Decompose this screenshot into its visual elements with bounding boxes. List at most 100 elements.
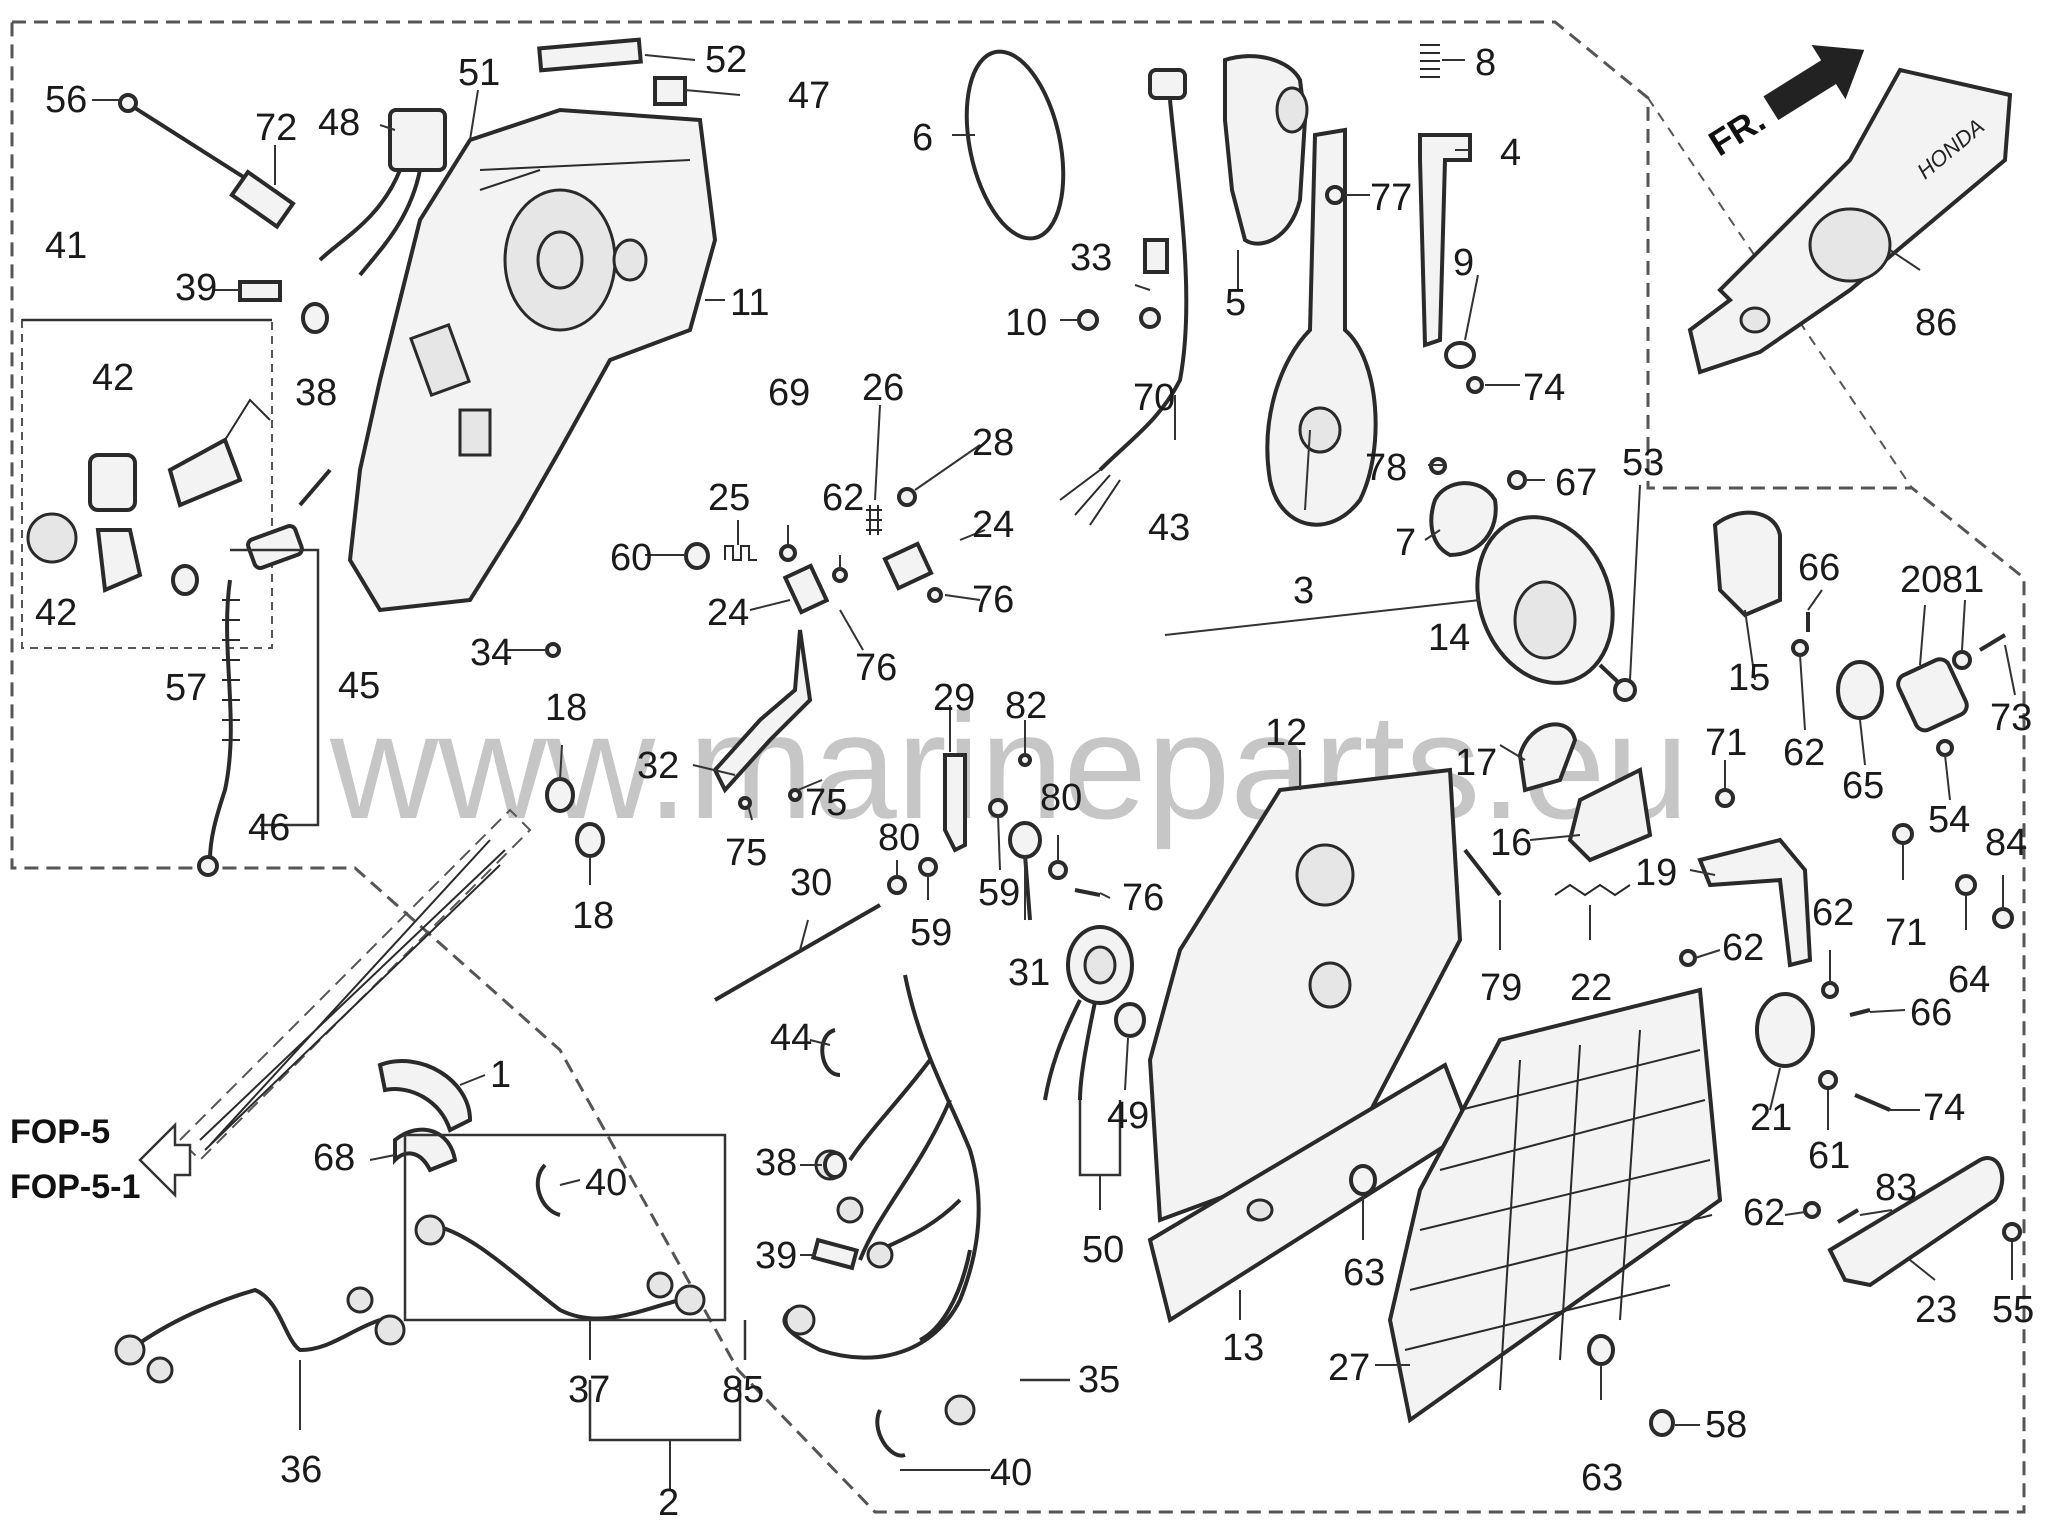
leader-lines (92, 54, 2016, 1490)
label-66-b: 66 (1910, 992, 1952, 1034)
label-83: 83 (1875, 1167, 1917, 1209)
part-50-trim-switch (1043, 925, 1134, 1101)
part-24-lever-b (882, 541, 934, 591)
label-32: 32 (637, 745, 679, 787)
watermark-text: www.marineparts.eu (329, 682, 1689, 850)
part-62-washer-b (1791, 639, 1809, 657)
label-61: 61 (1808, 1135, 1850, 1177)
label-71-a: 71 (1705, 722, 1747, 764)
label-66-a: 66 (1798, 547, 1840, 589)
part-63-nut-b (1587, 1334, 1615, 1366)
bracket-2 (588, 1380, 742, 1442)
label-18-b: 18 (572, 895, 614, 937)
part-72-sleeve (229, 169, 296, 230)
label-79: 79 (1480, 967, 1522, 1009)
label-8: 8 (1475, 42, 1496, 84)
label-86: 86 (1915, 302, 1957, 344)
fop-cable-assembly (138, 808, 532, 1199)
label-3: 3 (1293, 570, 1314, 612)
label-63-b: 63 (1581, 1457, 1623, 1499)
part-33-holder (1143, 238, 1169, 274)
label-2: 2 (658, 1482, 679, 1524)
part-38-grommet (301, 302, 329, 334)
label-62-a: 62 (822, 477, 864, 519)
part-84-nut (1992, 907, 2014, 929)
label-60-a: 60 (610, 537, 652, 579)
label-40-b: 40 (990, 1452, 1032, 1494)
label-39-b: 39 (755, 1235, 797, 1277)
front-direction-label: FR. (1701, 98, 1772, 164)
label-62-c: 62 (1812, 892, 1854, 934)
label-75-a: 75 (805, 782, 847, 824)
label-15: 15 (1728, 657, 1770, 699)
part-76-screw-a (927, 587, 943, 603)
label-14: 14 (1428, 617, 1470, 659)
label-64: 64 (1948, 959, 1990, 1001)
label-52: 52 (705, 39, 747, 81)
part-11-main-housing (347, 107, 718, 613)
label-10: 10 (1005, 302, 1047, 344)
label-53: 53 (1622, 442, 1664, 484)
part-46-lanyard (197, 579, 240, 877)
part-62-washer-e (1803, 1201, 1821, 1219)
label-65: 65 (1842, 765, 1884, 807)
part-39-tube-b (810, 1237, 860, 1271)
label-62-b: 62 (1783, 732, 1825, 774)
label-36: 36 (280, 1449, 322, 1491)
label-42-a: 42 (92, 357, 134, 399)
label-19: 19 (1635, 852, 1677, 894)
label-41: 41 (45, 225, 87, 267)
part-80-washer-a (887, 875, 907, 895)
label-33: 33 (1070, 237, 1112, 279)
label-4: 4 (1500, 132, 1521, 174)
label-48: 48 (318, 102, 360, 144)
label-68: 68 (313, 1137, 355, 1179)
label-70: 70 (1133, 377, 1175, 419)
label-40-a: 40 (585, 1162, 627, 1204)
part-28-washer (897, 487, 917, 507)
part-23-handle (1827, 1156, 2005, 1288)
label-6: 6 (912, 117, 933, 159)
part-18-bushing-a (545, 777, 575, 813)
label-76-a: 76 (855, 647, 897, 689)
label-22: 22 (1570, 967, 1612, 1009)
part-19-arm (1697, 837, 1813, 968)
part-71-washer-a (1715, 788, 1735, 808)
part-45-stop-switch (246, 468, 332, 570)
part-6-ring (964, 49, 1066, 241)
part-70-clip (1139, 307, 1161, 329)
part-34-screw (545, 642, 561, 658)
part-65-seal (1836, 660, 1884, 720)
part-54-screw (1936, 739, 1954, 757)
part-75-pin-a (788, 788, 802, 802)
part-67-washer (1507, 470, 1527, 490)
part-22-spring (1554, 883, 1631, 897)
part-49-nut (1114, 1002, 1146, 1038)
fop-reference-arrow (138, 1121, 192, 1199)
part-56-bolt (118, 93, 247, 180)
label-42-b: 42 (35, 592, 77, 634)
label-81: 81 (1942, 559, 1984, 601)
part-59-nut-b (988, 798, 1008, 818)
part-47-clip (653, 76, 687, 106)
part-41-ignition-switch (26, 398, 271, 593)
label-77: 77 (1370, 177, 1412, 219)
part-number-labels: 56 72 48 51 52 47 6 8 4 77 86 41 39 38 1… (35, 39, 2034, 1524)
part-77-screw (1325, 185, 1345, 205)
label-84: 84 (1985, 822, 2027, 864)
label-76-b: 76 (972, 579, 1014, 621)
part-29-plate (943, 753, 967, 853)
part-83-pin (1836, 1208, 1860, 1224)
label-82: 82 (1005, 685, 1047, 727)
label-59-a: 59 (910, 912, 952, 954)
label-67: 67 (1555, 462, 1597, 504)
part-17-cover (1517, 722, 1578, 793)
label-38-a: 38 (295, 372, 337, 414)
part-25-spring (724, 545, 757, 561)
label-12: 12 (1265, 712, 1307, 754)
part-63-nut-a (1349, 1164, 1377, 1196)
label-76-c: 76 (1122, 877, 1164, 919)
part-62-washer-c (1821, 981, 1839, 999)
label-47: 47 (788, 75, 830, 117)
